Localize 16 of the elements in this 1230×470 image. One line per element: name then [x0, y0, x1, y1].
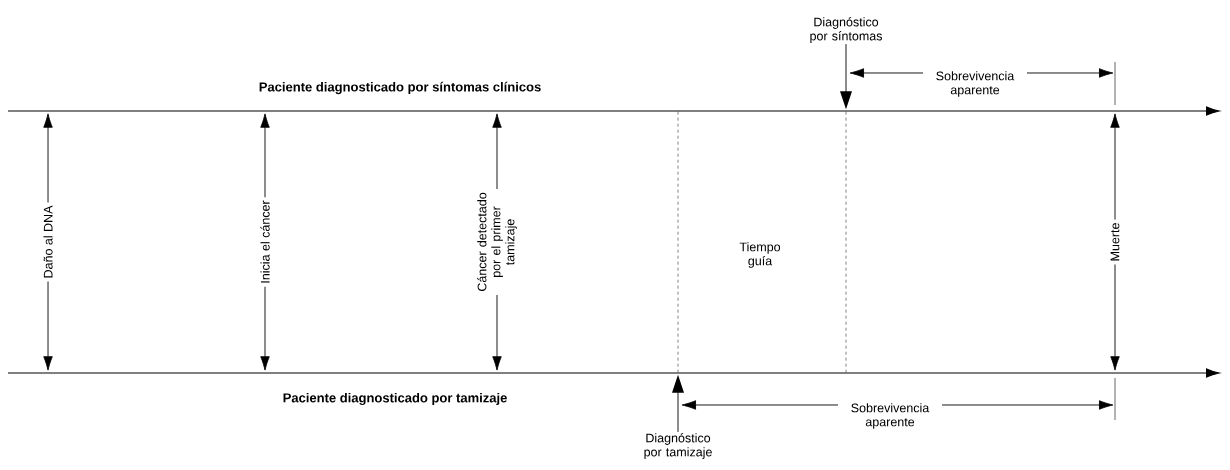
dashed-line	[677, 111, 679, 373]
arrow	[840, 43, 852, 110]
edge-label: Muerte	[1107, 219, 1123, 265]
event-label: Diagnóstico por síntomas	[810, 17, 882, 43]
timeline-heading: Paciente diagnosticado por tamizaje	[283, 392, 507, 406]
duration-label: Sobrevivencia aparente	[923, 69, 1027, 99]
arrow	[1110, 113, 1120, 371]
edge-label: Daño al DNA	[40, 202, 56, 282]
dashed-line	[845, 111, 847, 373]
edge-label: Inicia el cáncer	[257, 197, 273, 287]
edge-label: Cáncer detectado por el primer tamizaje	[474, 189, 520, 295]
arrow	[672, 374, 684, 433]
event-label: Diagnóstico por tamizaje	[644, 433, 712, 459]
timeline-heading: Paciente diagnosticado por síntomas clínicos	[259, 81, 541, 95]
duration-label: Sobrevivencia aparente	[838, 401, 942, 431]
duration-label: Tiempo guía	[730, 240, 790, 270]
